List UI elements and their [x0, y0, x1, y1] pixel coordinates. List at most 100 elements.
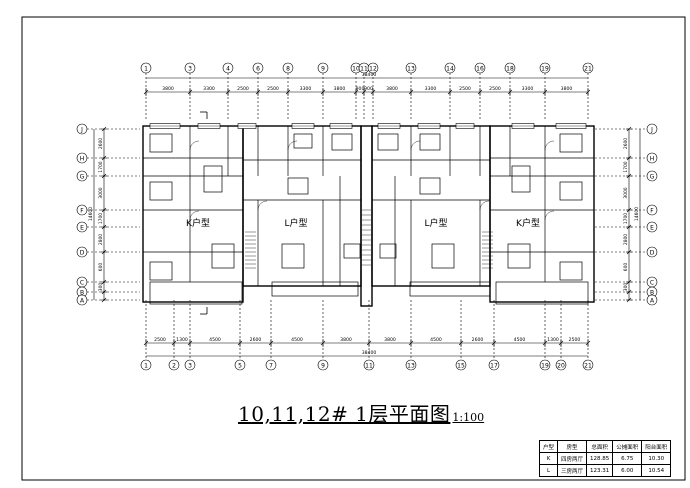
axis-bubble	[76, 294, 88, 306]
axis-label: B	[80, 289, 84, 296]
axis-bubble	[582, 62, 594, 74]
bed	[331, 133, 353, 151]
dining-table	[419, 177, 441, 195]
axis-bubble	[76, 123, 88, 135]
axis-bubble	[168, 359, 180, 371]
dimension-slash	[626, 249, 632, 255]
dimension-slash	[101, 289, 107, 295]
axis-bubble	[405, 359, 417, 371]
axis-bubble	[76, 152, 88, 164]
dimension-slash	[101, 249, 107, 255]
axis-bubble	[488, 359, 500, 371]
axis-bubble	[367, 62, 379, 74]
dimension-text: 900	[364, 86, 373, 92]
dimension-slash	[320, 340, 326, 346]
axis-label: 11	[360, 65, 368, 72]
area-table-header: 公摊面积	[612, 440, 643, 453]
dimension-slash	[101, 126, 107, 132]
dimension-total: 38400	[362, 72, 377, 78]
table-cell: 10.30	[641, 452, 672, 465]
dimension-text: 3800	[334, 86, 346, 92]
axis-label: C	[650, 279, 654, 286]
axis-label: A	[80, 297, 85, 304]
axis-label: 17	[490, 362, 498, 369]
dimension-text: 3000	[623, 187, 629, 198]
bed	[149, 261, 173, 281]
table-row: L 三房两厅 123.31 6.00 10.54	[538, 464, 672, 477]
dimension-text: 600	[98, 263, 104, 272]
unit-type-label: L户型	[424, 217, 447, 229]
table-cell: 三房两厅	[557, 464, 588, 477]
axis-bubble	[363, 359, 375, 371]
table-cell: K	[538, 452, 559, 465]
dimension-text: 3300	[522, 86, 534, 92]
axis-bubble	[317, 359, 329, 371]
axis-bubble	[646, 221, 658, 233]
bed	[559, 181, 583, 201]
axis-label: A	[650, 297, 655, 304]
axis-bubble	[539, 359, 551, 371]
dimension-text: 900	[356, 86, 365, 92]
dimension-text: 2600	[623, 138, 629, 149]
dimension-text: 3800	[561, 86, 573, 92]
dimension-slash	[408, 340, 414, 346]
area-table-header-row: 户型 房型 总面积 公摊面积 阳台面积	[538, 440, 672, 453]
dimension-slash	[626, 279, 632, 285]
door-swing	[287, 140, 298, 151]
axis-label: E	[80, 224, 84, 231]
dimension-text: 2500	[459, 86, 471, 92]
axis-bubble	[184, 359, 196, 371]
sofa-set	[211, 243, 235, 269]
dimension-slash	[320, 89, 326, 95]
axis-label: 3	[188, 362, 192, 369]
table-row: K 四房两厅 128.85 6.75 10.30	[538, 452, 672, 465]
dimension-slash	[458, 340, 464, 346]
axis-bubble	[539, 62, 551, 74]
dimension-text: 2500	[237, 86, 249, 92]
dimension-slash	[626, 289, 632, 295]
dimension-slash	[408, 89, 414, 95]
kitchen-counter	[379, 243, 397, 259]
axis-bubble	[646, 204, 658, 216]
sofa-set	[507, 243, 531, 269]
axis-bubble	[646, 170, 658, 182]
axis-label: E	[650, 224, 654, 231]
dimension-text: 300	[623, 283, 629, 292]
dimension-text: 300	[98, 283, 104, 292]
bed	[559, 261, 583, 281]
axis-bubble	[76, 204, 88, 216]
dimension-text: 2500	[489, 86, 501, 92]
axis-bubble	[265, 359, 277, 371]
dimension-text: 3000	[98, 187, 104, 198]
dimension-text: 2800	[98, 234, 104, 245]
axis-bubble	[76, 221, 88, 233]
dimension-slash	[626, 224, 632, 230]
dimension-slash	[626, 126, 632, 132]
axis-label: 18	[506, 65, 514, 72]
balcony	[271, 281, 359, 297]
table-cell: 128.85	[586, 452, 614, 465]
dimension-text: 1700	[623, 213, 629, 224]
axis-label: 1	[144, 362, 148, 369]
axis-label: H	[650, 155, 655, 162]
table-cell: 6.75	[612, 452, 643, 465]
axis-label: G	[80, 173, 85, 180]
dimension-slash	[507, 89, 513, 95]
drawing-frame	[21, 16, 686, 481]
axis-label: 6	[256, 65, 260, 72]
dimension-text: 1700	[623, 161, 629, 172]
dimension-total: 14600	[88, 207, 94, 221]
axis-label: 15	[457, 362, 465, 369]
balcony	[149, 281, 243, 305]
dimension-slash	[143, 340, 149, 346]
dimension-text: 4500	[291, 337, 303, 343]
axis-label: J	[650, 126, 653, 133]
dimension-slash	[361, 89, 367, 95]
area-table-header: 房型	[557, 440, 588, 453]
axis-bubble	[234, 359, 246, 371]
dimension-slash	[225, 89, 231, 95]
axis-bubble	[405, 62, 417, 74]
dimension-text: 2500	[569, 337, 581, 343]
